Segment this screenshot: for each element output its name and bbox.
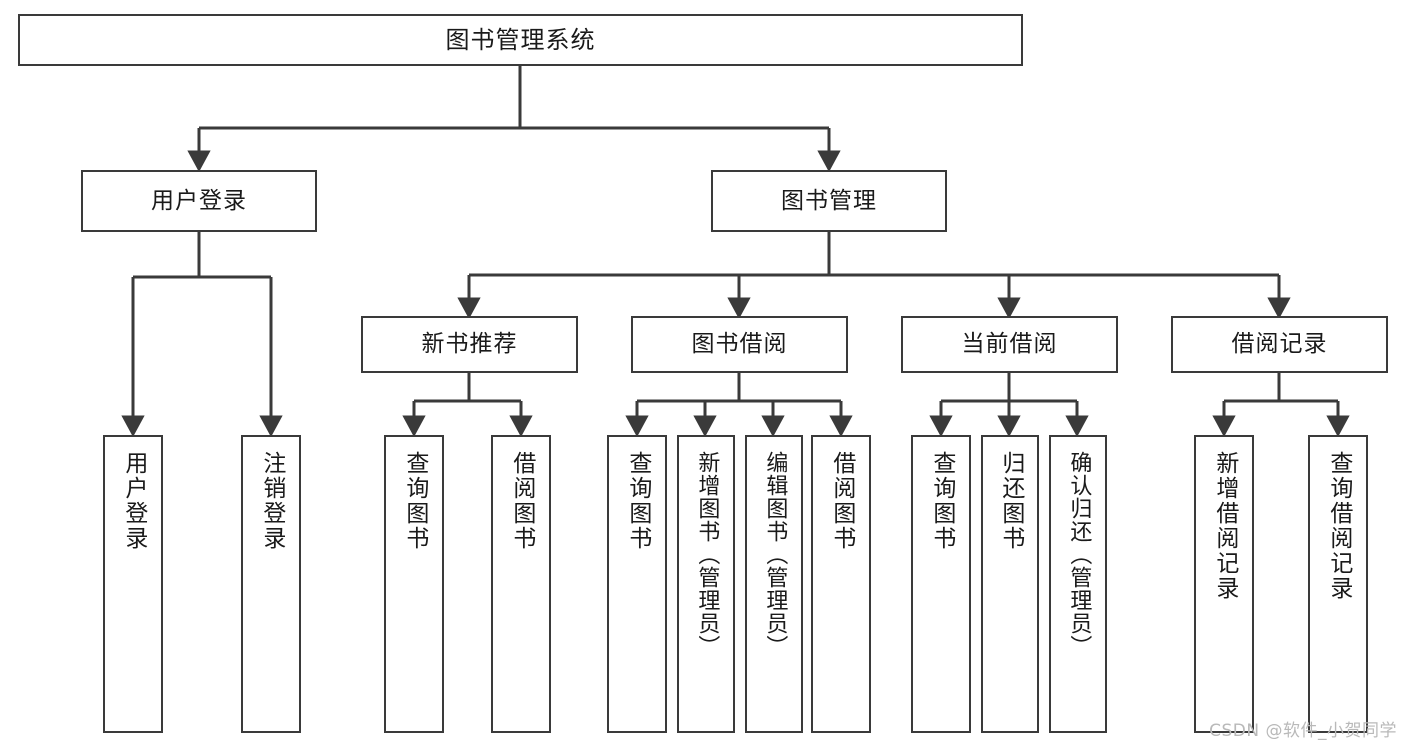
leaf-user-login[interactable]: 用户登录 [103,435,163,733]
leaf-borrow-book-recommend[interactable]: 借阅图书 [491,435,551,733]
node-label: 编辑图书（管理员） [762,451,788,658]
node-borrow-record[interactable]: 借阅记录 [1171,316,1388,373]
leaf-add-book-admin[interactable]: 新增图书（管理员） [677,435,735,733]
leaf-borrow-book-borrow[interactable]: 借阅图书 [811,435,871,733]
node-label: 用户登录 [151,187,247,214]
node-label: 图书管理系统 [445,26,596,54]
leaf-user-logout[interactable]: 注销登录 [241,435,301,733]
leaf-add-borrow-record[interactable]: 新增借阅记录 [1194,435,1254,733]
node-book-manage[interactable]: 图书管理 [711,170,947,232]
node-user-login[interactable]: 用户登录 [81,170,317,232]
node-label: 新书推荐 [421,331,518,358]
leaf-query-book-borrow[interactable]: 查询图书 [607,435,667,733]
node-label: 查询图书 [401,451,428,551]
node-new-book-recommend[interactable]: 新书推荐 [361,316,578,373]
node-current-borrow[interactable]: 当前借阅 [901,316,1118,373]
leaf-query-book-current[interactable]: 查询图书 [911,435,971,733]
node-label: 新增图书（管理员） [694,451,720,658]
node-label: 借阅图书 [508,451,535,551]
node-label: 注销登录 [258,451,285,551]
leaf-edit-book-admin[interactable]: 编辑图书（管理员） [745,435,803,733]
node-label: 查询图书 [624,451,651,551]
node-label: 查询图书 [928,451,955,551]
leaf-return-book[interactable]: 归还图书 [981,435,1039,733]
watermark-text: CSDN @软件_小贺同学 [1209,721,1397,741]
node-label: 查询借阅记录 [1325,451,1352,601]
node-label: 图书管理 [781,187,877,214]
leaf-confirm-return-admin[interactable]: 确认归还（管理员） [1049,435,1107,733]
node-book-management-system[interactable]: 图书管理系统 [18,14,1023,66]
node-label: 借阅图书 [828,451,855,551]
node-label: 归还图书 [997,451,1024,551]
leaf-query-book-recommend[interactable]: 查询图书 [384,435,444,733]
node-label: 借阅记录 [1231,331,1328,358]
node-label: 新增借阅记录 [1211,451,1238,601]
leaf-query-borrow-record[interactable]: 查询借阅记录 [1308,435,1368,733]
node-label: 确认归还（管理员） [1066,451,1092,658]
node-label: 图书借阅 [691,331,788,358]
node-label: 当前借阅 [961,331,1058,358]
node-label: 用户登录 [120,451,147,551]
node-book-borrow[interactable]: 图书借阅 [631,316,848,373]
